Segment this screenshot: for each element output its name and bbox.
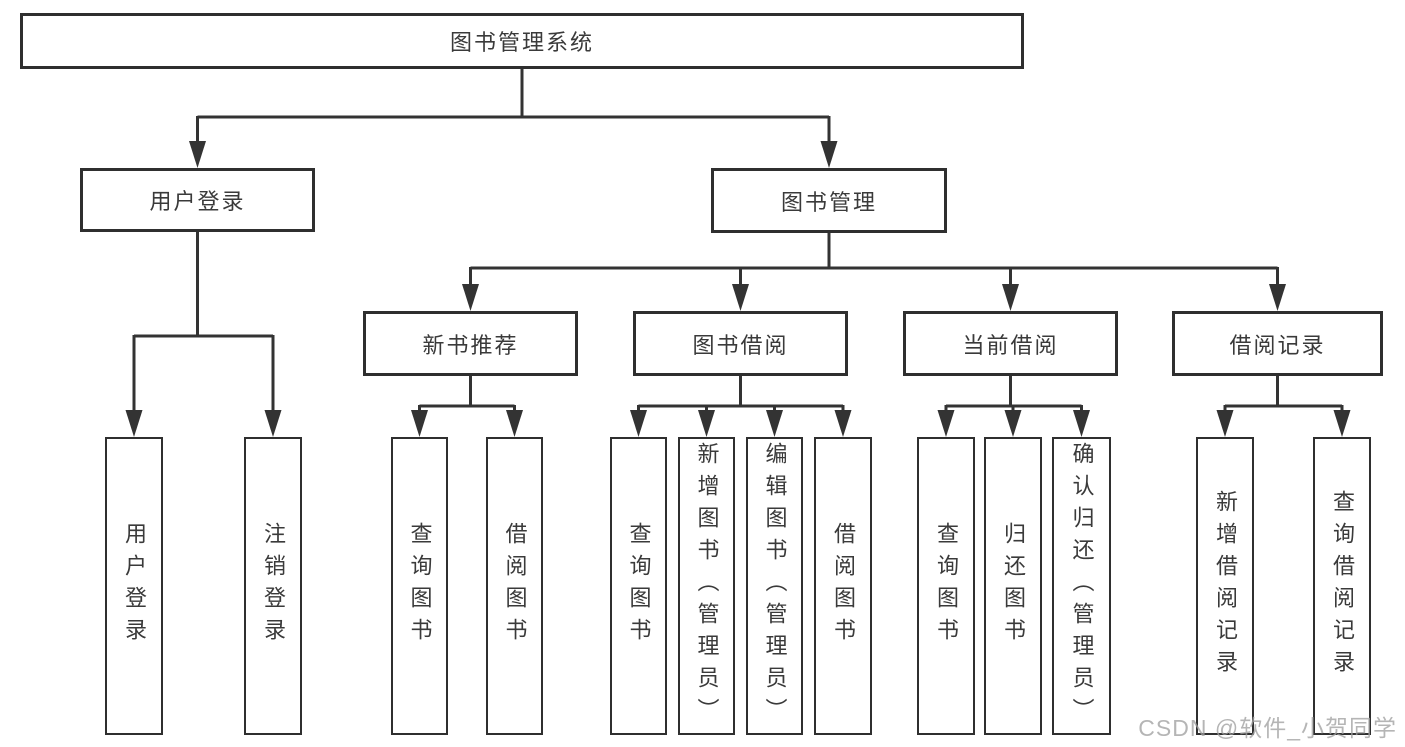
arrow-icon: [1073, 410, 1090, 437]
leaf-borrow-books-1: 借阅图书: [486, 437, 543, 735]
arrow-icon: [411, 410, 428, 437]
leaf-query-borrow-record: 查询借阅记录: [1313, 437, 1371, 735]
leaf-query-books-2: 查询图书: [610, 437, 667, 735]
leaf-borrow-books-2-label: 借阅图书: [831, 522, 856, 650]
leaf-edit-books-admin-label: 编辑图书（管理员）: [762, 442, 788, 730]
leaf-query-books-3: 查询图书: [917, 437, 975, 735]
arrow-icon: [766, 410, 783, 437]
arrow-icon: [1004, 410, 1022, 437]
arrow-icon: [834, 410, 852, 437]
leaf-edit-books-admin: 编辑图书（管理员）: [746, 437, 803, 735]
connector-book-mgmt-children: [469, 233, 1279, 289]
leaf-add-books-admin-label: 新增图书（管理员）: [694, 442, 720, 730]
arrow-icon: [1333, 410, 1351, 437]
node-book-management-module-label: 图书管理: [780, 189, 877, 215]
leaf-return-books-label: 归还图书: [1001, 522, 1026, 650]
leaf-borrow-books-2: 借阅图书: [814, 437, 872, 735]
node-current-borrow: 当前借阅: [903, 311, 1118, 376]
node-root-system: 图书管理系统: [20, 13, 1024, 69]
leaf-add-borrow-record: 新增借阅记录: [1196, 437, 1254, 735]
node-borrow-records: 借阅记录: [1172, 311, 1383, 376]
arrow-icon: [1216, 410, 1234, 437]
leaf-query-books-1: 查询图书: [391, 437, 448, 735]
node-current-borrow-label: 当前借阅: [962, 332, 1059, 358]
arrow-icon: [630, 410, 647, 437]
arrow-icon: [732, 284, 749, 311]
leaf-user-login-label: 用户登录: [122, 522, 147, 650]
node-new-book-recommend: 新书推荐: [363, 311, 578, 376]
node-borrow-records-label: 借阅记录: [1229, 332, 1326, 358]
connector-new-book-children: [418, 376, 516, 415]
leaf-confirm-return-admin: 确认归还（管理员）: [1052, 437, 1111, 735]
connector-root-to-level2: [196, 69, 831, 146]
leaf-query-books-2-label: 查询图书: [626, 522, 652, 650]
arrow-icon: [189, 141, 206, 168]
connector-current-borrow-children: [944, 376, 1083, 415]
node-book-borrow: 图书借阅: [633, 311, 848, 376]
leaf-logout-label: 注销登录: [261, 522, 286, 650]
leaf-add-books-admin: 新增图书（管理员）: [678, 437, 735, 735]
leaf-logout: 注销登录: [244, 437, 302, 735]
connector-book-borrow-children: [637, 376, 845, 415]
leaf-user-login: 用户登录: [105, 437, 163, 735]
leaf-return-books: 归还图书: [984, 437, 1042, 735]
arrow-icon: [506, 410, 523, 437]
csdn-watermark: CSDN @软件_小贺同学: [1138, 715, 1397, 741]
leaf-query-books-3-label: 查询图书: [934, 522, 959, 650]
leaf-query-borrow-record-label: 查询借阅记录: [1330, 490, 1355, 682]
leaf-borrow-books-1-label: 借阅图书: [502, 522, 528, 650]
arrow-icon: [462, 284, 479, 311]
arrow-icon: [698, 410, 715, 437]
arrow-icon: [125, 410, 143, 437]
arrow-icon: [820, 141, 838, 168]
connector-user-login-children: [132, 232, 275, 415]
node-user-login-module-label: 用户登录: [149, 189, 246, 214]
arrow-icon: [1269, 284, 1286, 311]
arrow-icon: [264, 410, 282, 437]
leaf-confirm-return-admin-label: 确认归还（管理员）: [1069, 442, 1095, 730]
node-user-login-module: 用户登录: [80, 168, 315, 232]
connector-borrow-records-children: [1223, 376, 1344, 415]
leaf-query-books-1-label: 查询图书: [407, 522, 433, 650]
node-book-management-module: 图书管理: [711, 168, 947, 233]
arrow-icon: [937, 410, 955, 437]
node-new-book-recommend-label: 新书推荐: [422, 332, 519, 358]
leaf-add-borrow-record-label: 新增借阅记录: [1213, 490, 1238, 682]
arrow-icon: [1002, 284, 1019, 311]
node-book-borrow-label: 图书借阅: [692, 332, 789, 358]
node-root-system-label: 图书管理系统: [449, 30, 594, 55]
